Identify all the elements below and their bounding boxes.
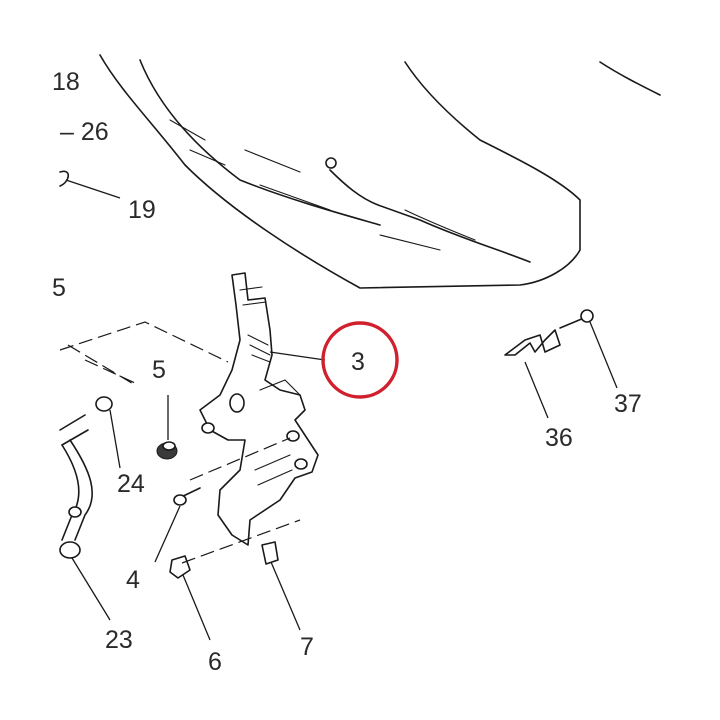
highlight-circle <box>321 321 399 399</box>
callout-23: 23 <box>105 626 133 654</box>
callout-24: 24 <box>117 470 145 498</box>
clip-7 <box>261 541 279 565</box>
callout-5-left: 5 <box>52 274 66 302</box>
callout-36: 36 <box>545 424 573 452</box>
callout-7: 7 <box>300 633 314 661</box>
callout-6: 6 <box>208 648 222 676</box>
wire-clip-36 <box>504 329 561 356</box>
leader-lines <box>65 179 618 641</box>
assembly-dashed-lines <box>59 321 301 564</box>
callout-26: – 26 <box>60 118 109 146</box>
callout-19: 19 <box>128 196 156 224</box>
upper-housing-panel <box>99 54 661 289</box>
callout-18: 18 <box>52 68 80 96</box>
nut-6 <box>169 555 191 579</box>
callout-37: 37 <box>614 390 642 418</box>
callout-3: 3 <box>351 348 365 376</box>
callout-labels: 18 – 26 19 5 5 3 36 37 24 4 23 6 7 <box>52 68 642 676</box>
callout-5: 5 <box>152 356 166 384</box>
hose-assembly <box>59 170 113 559</box>
small-parts <box>156 309 594 579</box>
bracket-part-3 <box>199 272 319 546</box>
callout-4: 4 <box>126 566 140 594</box>
screw-37 <box>580 309 594 323</box>
